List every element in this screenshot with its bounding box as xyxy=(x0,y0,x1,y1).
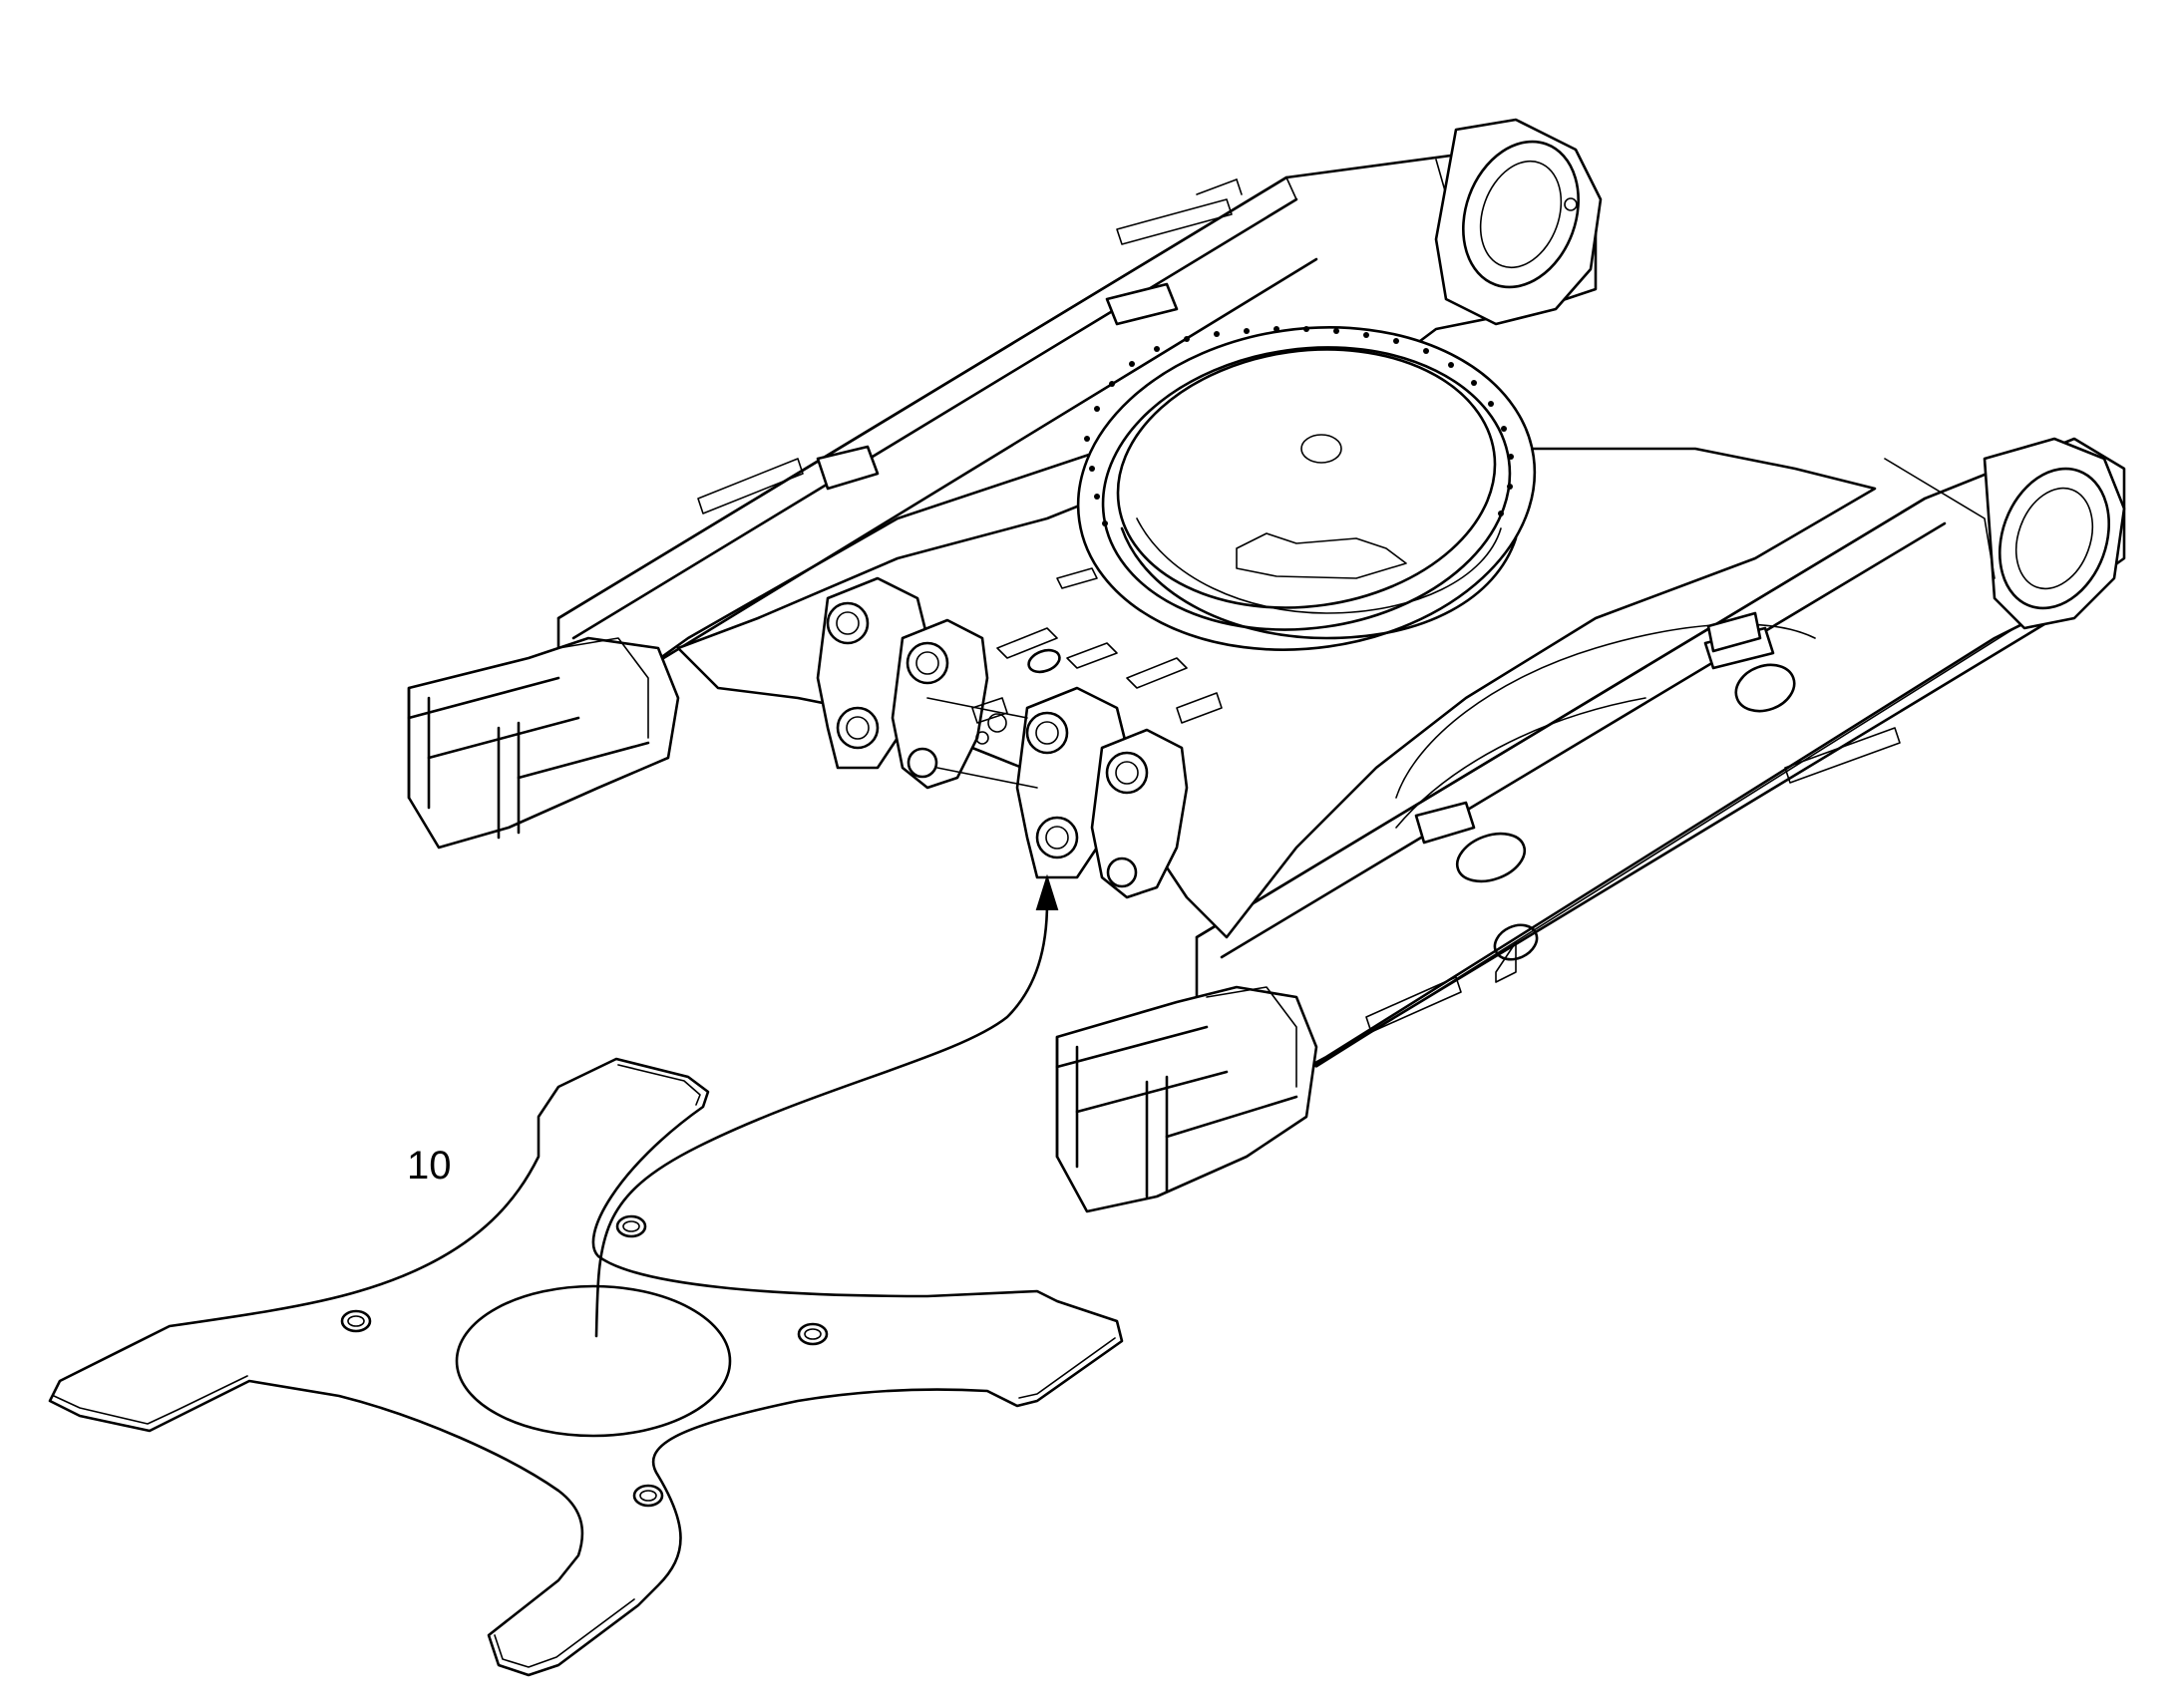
part-10-cover-plate xyxy=(48,1057,1124,1677)
bolt-hole-left xyxy=(340,1309,372,1333)
swing-ring xyxy=(1076,326,1537,651)
callout-label-10: 10 xyxy=(407,1144,452,1188)
left-track-frame xyxy=(407,118,1603,850)
bolt-hole-bottom xyxy=(632,1484,664,1508)
bolt-hole-top xyxy=(615,1214,647,1238)
center-hole xyxy=(455,1284,732,1438)
assembly-arrow xyxy=(594,873,1059,1338)
callout-10: 10 xyxy=(407,1144,452,1188)
blade-mount-brackets xyxy=(816,576,1189,899)
bolt-hole-right xyxy=(797,1322,829,1346)
right-track-frame xyxy=(1055,437,2126,1213)
undercarriage-frame xyxy=(407,118,2126,1213)
swing-ring-bolt-holes xyxy=(1084,326,1514,526)
